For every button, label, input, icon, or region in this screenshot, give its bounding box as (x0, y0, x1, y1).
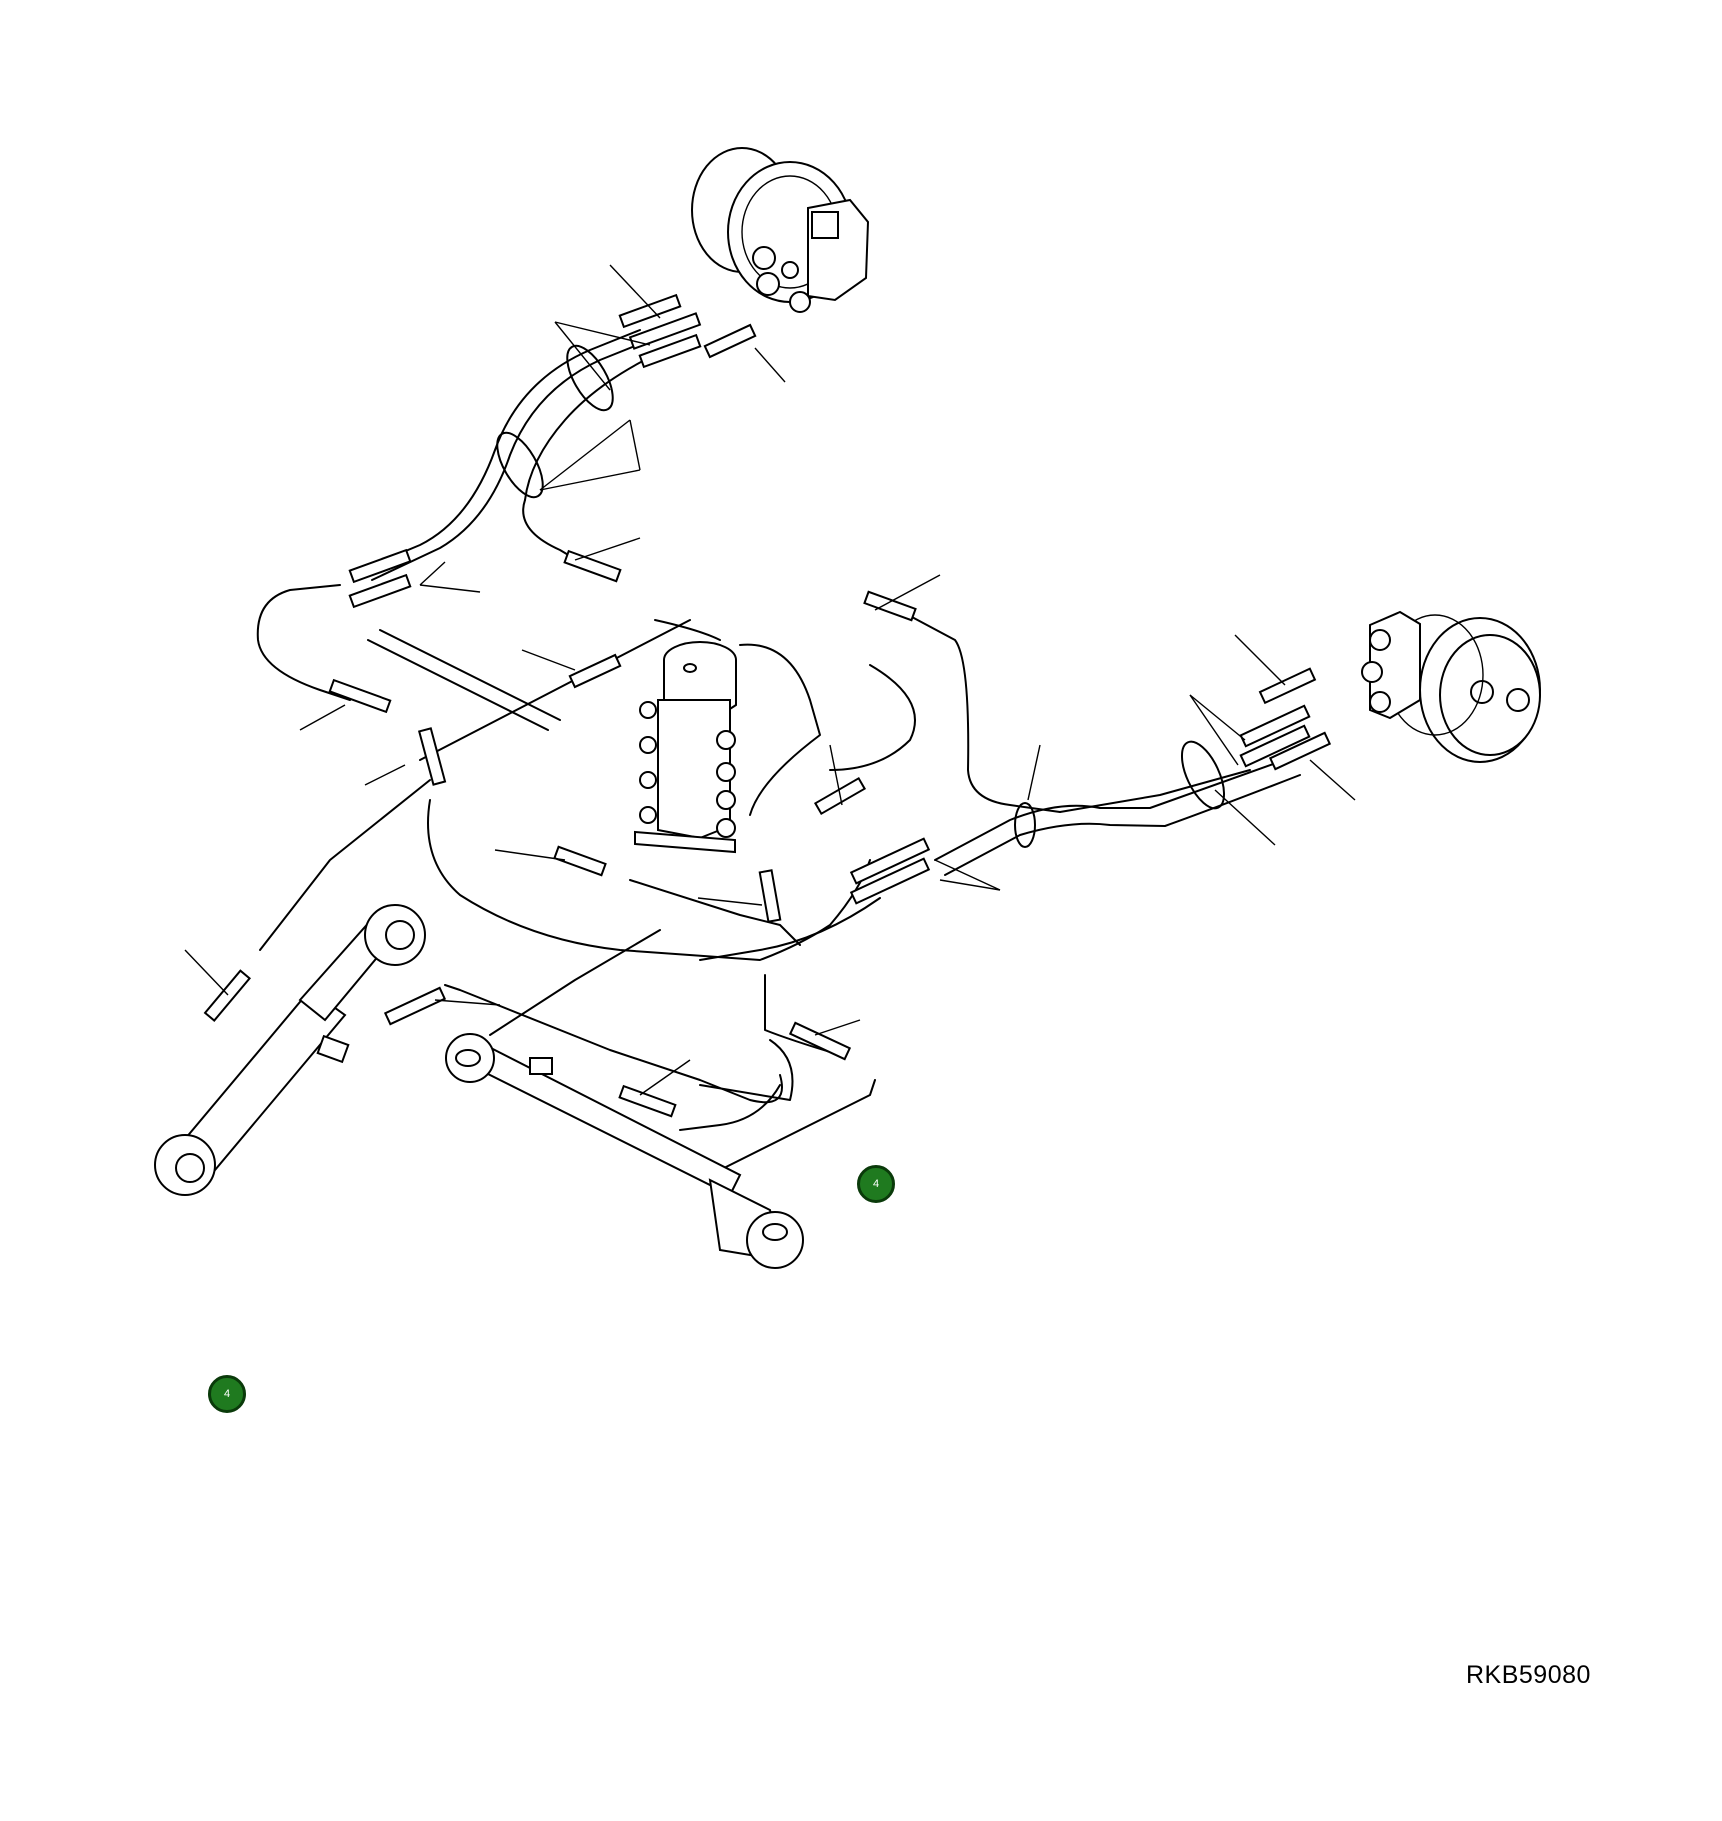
left-cylinder (154, 904, 426, 1196)
hose-lines (256, 329, 1301, 1176)
drawing-id: RKB59080 (1466, 1661, 1591, 1689)
left-travel-motor (691, 147, 870, 313)
fittings (203, 293, 1332, 1118)
callout-marker-left[interactable]: 4 (208, 1375, 246, 1413)
right-travel-motor (1361, 610, 1541, 763)
center-swivel-joint (634, 641, 737, 854)
hose-clamps (496, 344, 1226, 848)
leader-lines (184, 264, 1356, 1096)
right-cylinder (445, 1033, 804, 1269)
callout-marker-middle[interactable]: 4 (857, 1165, 895, 1203)
